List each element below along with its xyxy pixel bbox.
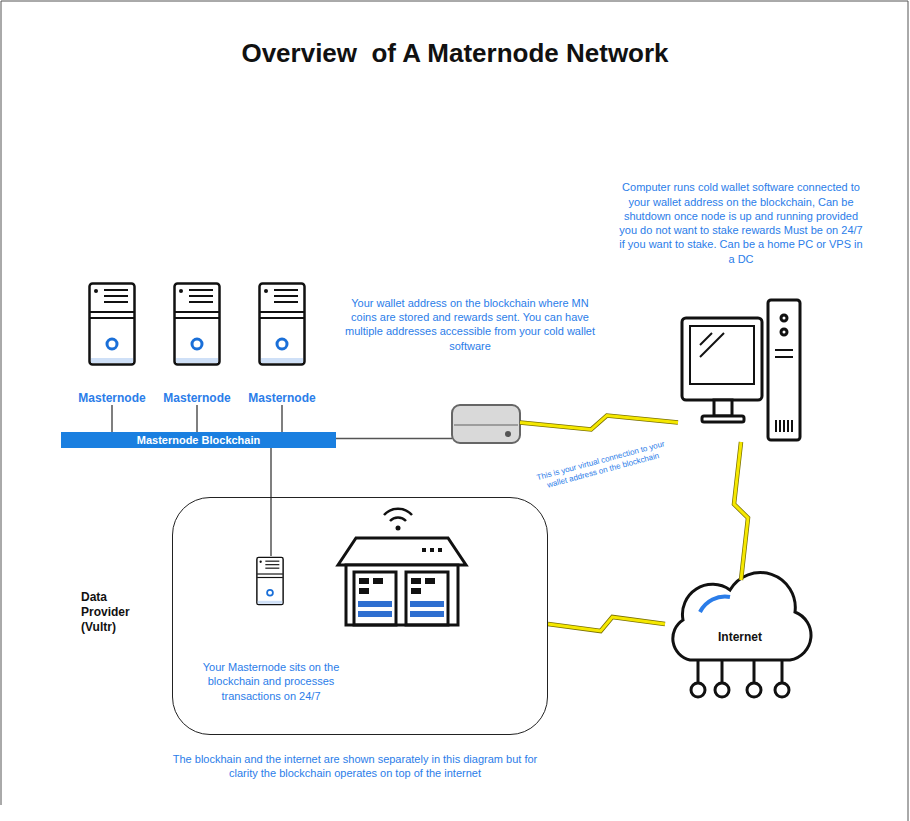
node-label: Masternode Blockchain <box>61 432 336 448</box>
computer-icon <box>682 300 800 440</box>
connection-note: This is your virtual connection to your … <box>532 438 672 494</box>
node-label: Your wallet address on the blockchain wh… <box>339 296 601 353</box>
node-label: Masternode <box>69 391 155 405</box>
node-label: Your Masternode sits on the blockchain a… <box>191 660 351 703</box>
connector-stroke <box>111 405 113 432</box>
node-label: Data Provider (Vultr) <box>81 590 143 635</box>
lightning-outline <box>548 617 665 631</box>
connector-line <box>336 438 452 439</box>
lightning-link <box>734 442 748 580</box>
node-label: Internet <box>665 630 815 644</box>
wallet-computer: Computer runs cold wallet software conne… <box>678 296 804 442</box>
server-icon <box>257 557 283 604</box>
connector-stroke <box>270 448 272 556</box>
connector-line <box>282 405 283 432</box>
connector-stroke <box>196 405 198 432</box>
server-icon <box>90 284 135 365</box>
datacenter-icon <box>338 509 466 625</box>
connector-line <box>271 448 272 556</box>
connector-stroke <box>734 442 748 580</box>
server-icon <box>175 284 220 365</box>
connector-stroke <box>281 405 283 432</box>
masternode-server: Masternode <box>69 280 155 405</box>
connector-stroke <box>548 617 665 631</box>
server-icon <box>260 284 305 365</box>
connector-line <box>197 405 198 432</box>
blockchain-band: Masternode Blockchain <box>61 432 336 448</box>
node-label: Computer runs cold wallet software conne… <box>616 180 866 266</box>
node-label: Masternode <box>154 391 240 405</box>
data-provider-region: Data Provider (Vultr)Your Masternode sit… <box>172 497 548 735</box>
lightning-outline <box>734 442 748 580</box>
connector-stroke <box>520 416 678 430</box>
diagram-title: Overview of A Maternode Network <box>0 38 910 69</box>
your-masternode: Your Masternode sits on the blockchain a… <box>256 556 286 608</box>
node-label: Masternode <box>239 391 325 405</box>
lightning-link <box>520 416 678 430</box>
connector-line <box>112 405 113 432</box>
lightning-link <box>548 617 665 631</box>
connector-stroke <box>336 438 452 440</box>
internet-cloud: Internet <box>665 580 815 668</box>
disk-icon <box>452 405 520 443</box>
masternode-server: Masternode <box>154 280 240 405</box>
lightning-outline <box>520 416 678 430</box>
wallet-disk: Your wallet address on the blockchain wh… <box>452 403 520 445</box>
footnote: The blockhain and the internet are shown… <box>160 752 550 781</box>
masternode-server: Masternode <box>239 280 325 405</box>
